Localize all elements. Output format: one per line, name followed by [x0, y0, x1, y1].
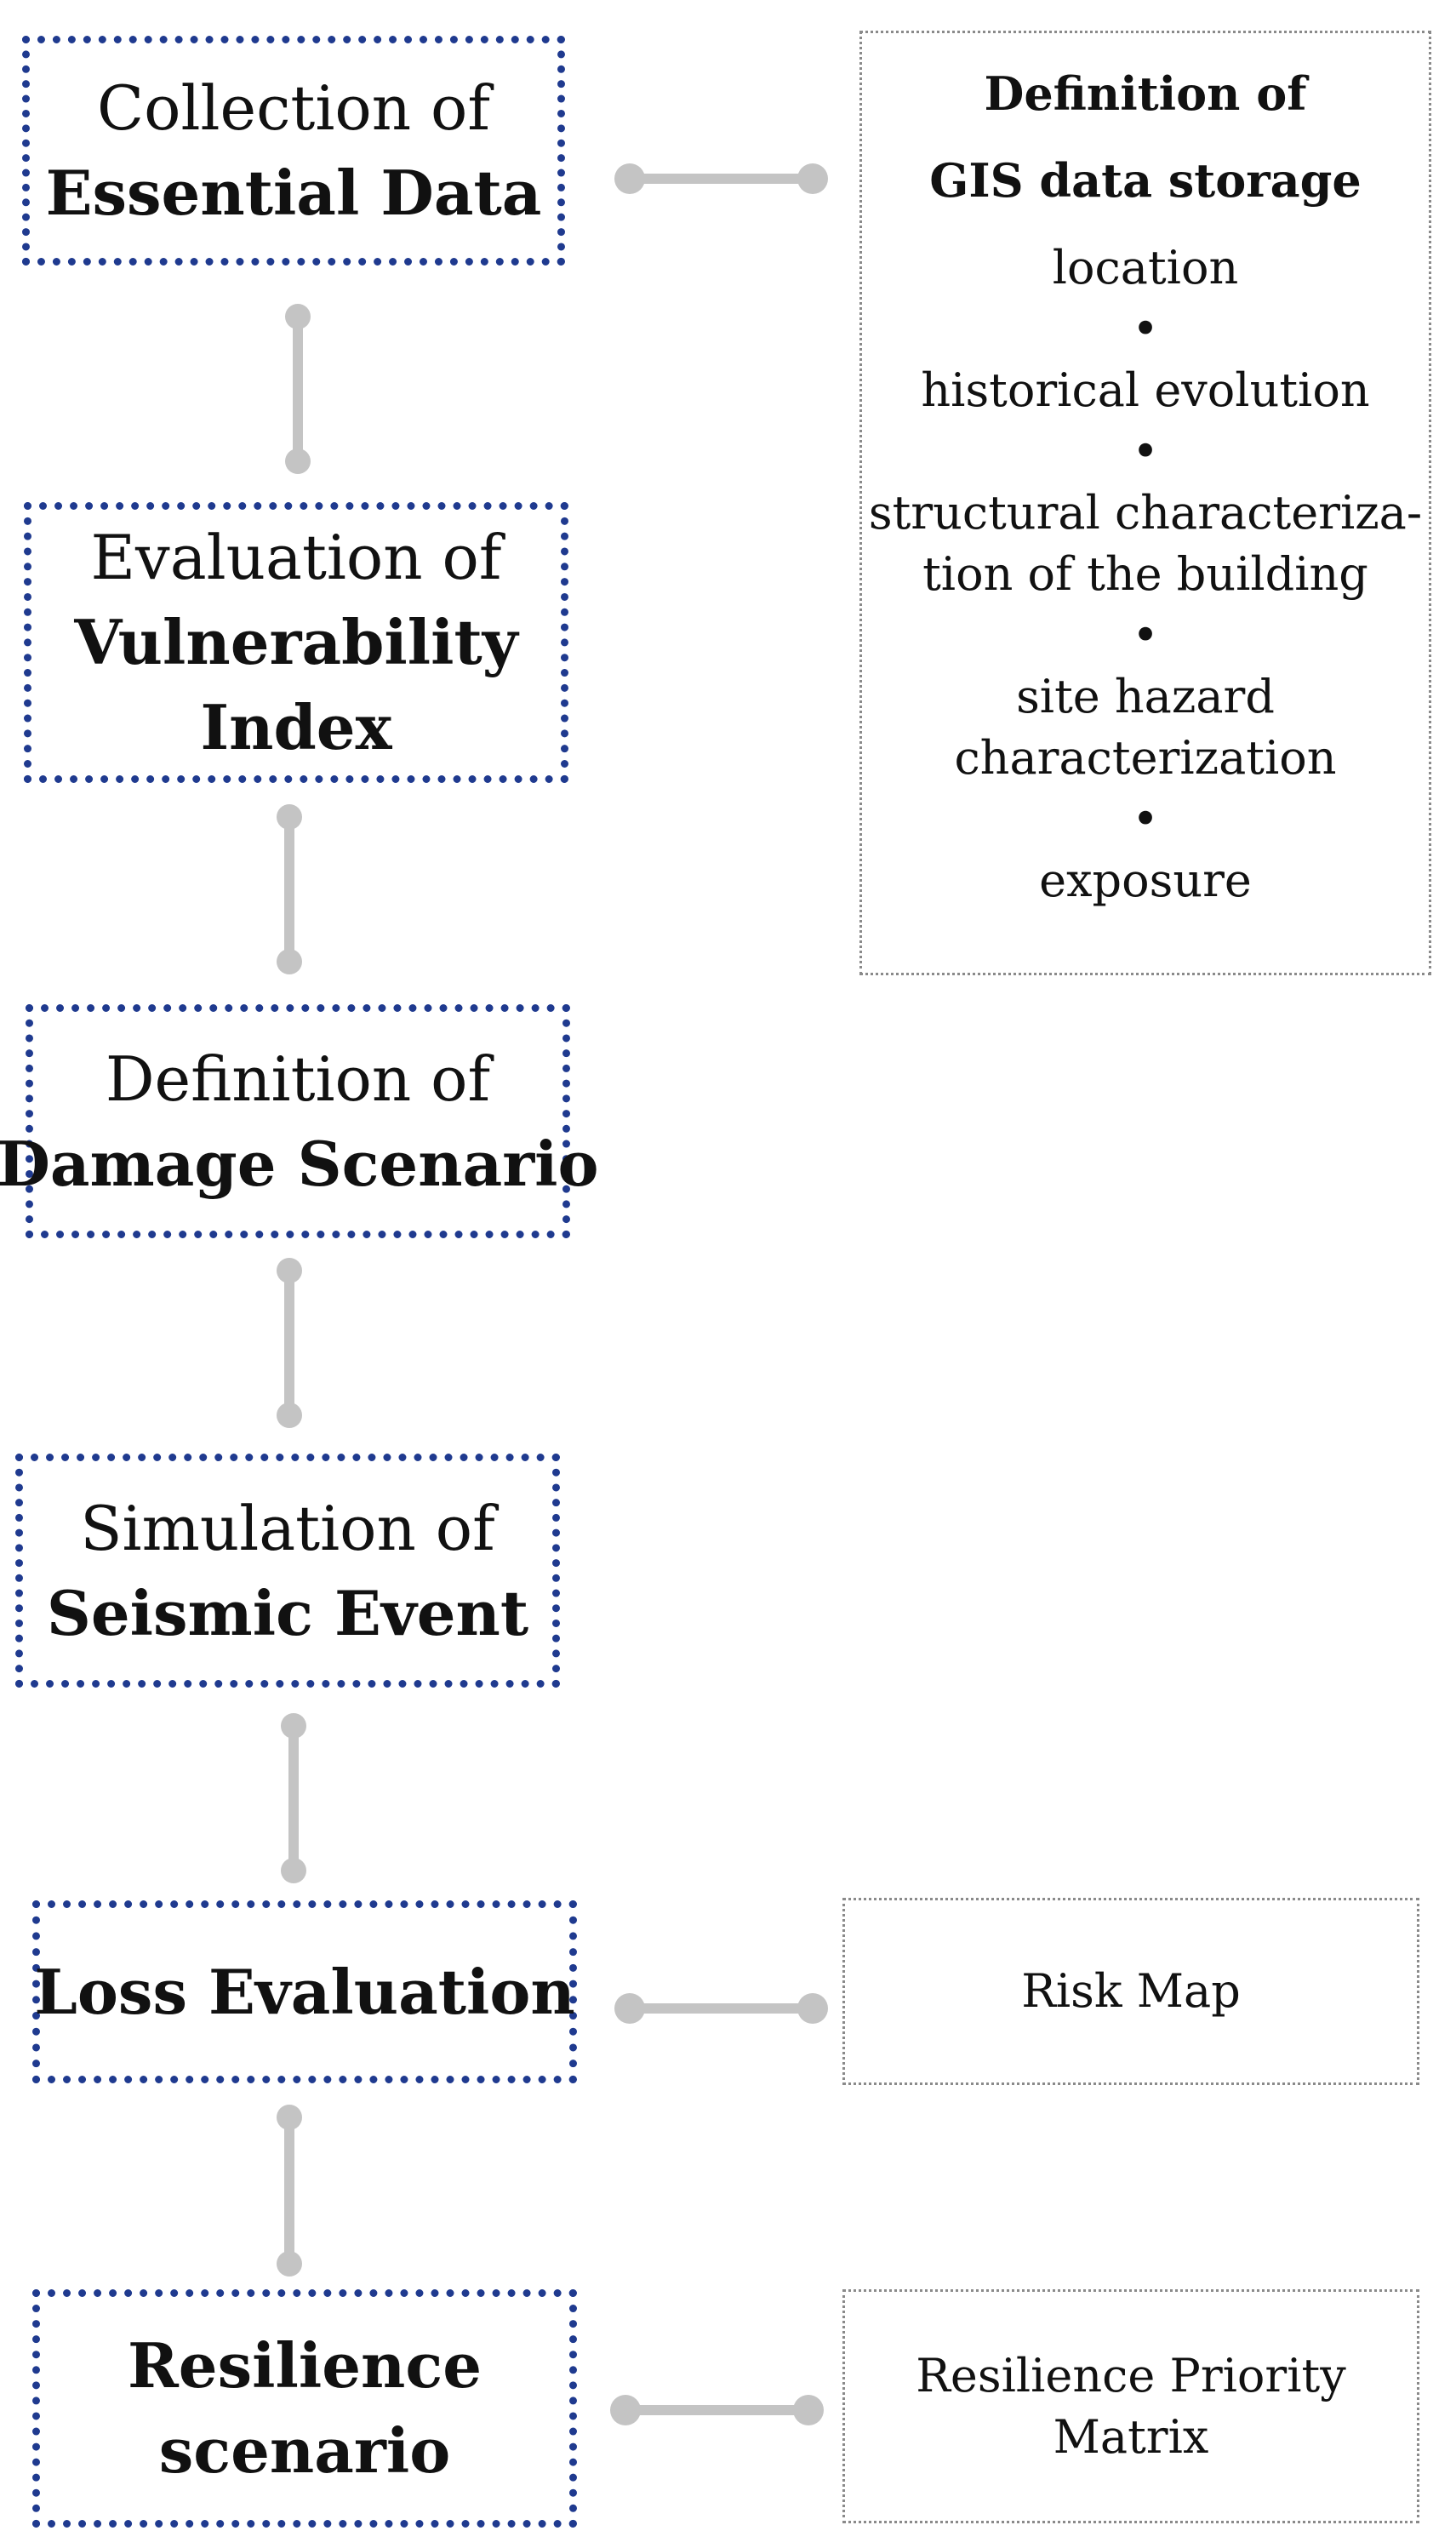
gis-item-structural-line1: structural characteriza-	[868, 486, 1423, 540]
gis-item-historical-evolution: historical evolution	[921, 363, 1370, 417]
gis-item-exposure: exposure	[1039, 854, 1252, 907]
step-title: Seismic Event	[46, 1576, 529, 1649]
gis-item-site-hazard-line2: characterization	[954, 731, 1337, 785]
matrix-label-line1: Resilience Priority	[916, 2348, 1346, 2402]
connector-essential-gis	[614, 163, 828, 194]
connector-resilience-matrix	[610, 2395, 824, 2425]
connector-damage-seismic	[277, 1258, 302, 1428]
connector-seismic-loss	[281, 1713, 306, 1883]
step-title: Essential Data	[45, 157, 542, 229]
bullet-icon: •	[1132, 608, 1159, 662]
step-prefix: Definition of	[105, 1043, 491, 1115]
risk-map-box: Risk Map	[842, 1898, 1419, 2085]
step-vulnerability-index: Evaluation of Vulnerability Index	[24, 502, 568, 783]
gis-item-location: location	[1052, 241, 1239, 294]
step-title: Resilience	[127, 2329, 482, 2402]
step-seismic-event: Simulation of Seismic Event	[15, 1454, 560, 1688]
connector-vulnerability-damage	[277, 804, 302, 974]
risk-map-label: Risk Map	[1021, 1964, 1241, 2018]
gis-item-site-hazard-line1: site hazard	[1016, 670, 1275, 723]
connector-loss-riskmap	[614, 1993, 828, 2024]
step-essential-data: Collection of Essential Data	[22, 36, 565, 266]
step-loss-evaluation: Loss Evaluation	[32, 1900, 577, 2083]
matrix-label-line2: Matrix	[1053, 2409, 1209, 2464]
connector-essential-vulnerability	[285, 304, 311, 474]
step-damage-scenario: Definition of Damage Scenario	[0, 1004, 599, 1238]
connector-loss-resilience	[277, 2105, 302, 2277]
bullet-icon: •	[1132, 792, 1159, 846]
step-title: Vulnerability	[74, 606, 518, 678]
step-prefix: Simulation of	[80, 1492, 495, 1564]
gis-data-storage-box: Definition of GIS data storage location …	[859, 31, 1431, 975]
step-title: Damage Scenario	[0, 1127, 599, 1200]
bullet-icon: •	[1132, 425, 1159, 478]
gis-title-line1: Definition of	[984, 66, 1307, 121]
gis-title-line2: GIS data storage	[929, 153, 1362, 208]
step-title: Loss Evaluation	[34, 1955, 575, 2028]
step-prefix: Evaluation of	[90, 522, 502, 593]
step-resilience-scenario: Resilience scenario	[32, 2289, 577, 2528]
step-title-continued: Index	[200, 691, 392, 763]
gis-item-structural-line2: tion of the building	[922, 547, 1368, 601]
bullet-icon: •	[1132, 302, 1159, 356]
step-title-continued: scenario	[158, 2414, 451, 2487]
step-prefix: Collection of	[97, 72, 490, 144]
resilience-priority-matrix-box: Resilience Priority Matrix	[842, 2289, 1419, 2523]
